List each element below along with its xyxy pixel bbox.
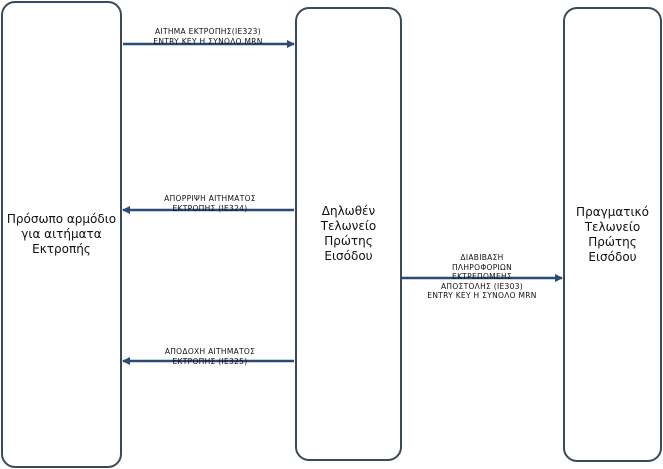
participant-declared-office-box: Δηλωθέν Τελωνείο Πρώτης Εισόδου xyxy=(295,7,402,461)
message-ie303-label: ΔΙΑΒΙΒΑΣΗ ΠΛΗΡΟΦΟΡΙΩΝ ΕΚΤΡΕΠΟΜΕΗΣ ΑΠΟΣΤΟ… xyxy=(427,253,537,300)
participant-declared-office-label: Δηλωθέν Τελωνείο Πρώτης Εισόδου xyxy=(320,204,377,263)
message-ie323-label: ΑΙΤΗΜΑ ΕΚΤΡΟΠΗΣ(IE323) ENTRY KEY Η ΣΥΝΟΛ… xyxy=(153,27,263,46)
message-ie325-label: ΑΠΟΔΟΧΗ ΑΙΤΗΜΑΤΟΣ ΕΚΤΡΟΠΗΣ (IE325) xyxy=(164,347,256,366)
message-ie324-label: ΑΠΟΡΡΙΨΗ ΑΙΤΗΜΑΤΟΣ ΕΚΤΡΟΠΗΣ (IE324) xyxy=(164,194,256,213)
participant-actual-office-box: Πραγματικό Τελωνείο Πρώτης Εισόδου xyxy=(563,7,662,462)
participant-requester-box: Πρόσωπο αρμόδιο για αιτήματα Εκτροπής xyxy=(1,1,122,468)
participant-actual-office-label: Πραγματικό Τελωνείο Πρώτης Εισόδου xyxy=(576,204,649,264)
participant-requester-label: Πρόσωπο αρμόδιο για αιτήματα Εκτροπής xyxy=(6,212,117,256)
